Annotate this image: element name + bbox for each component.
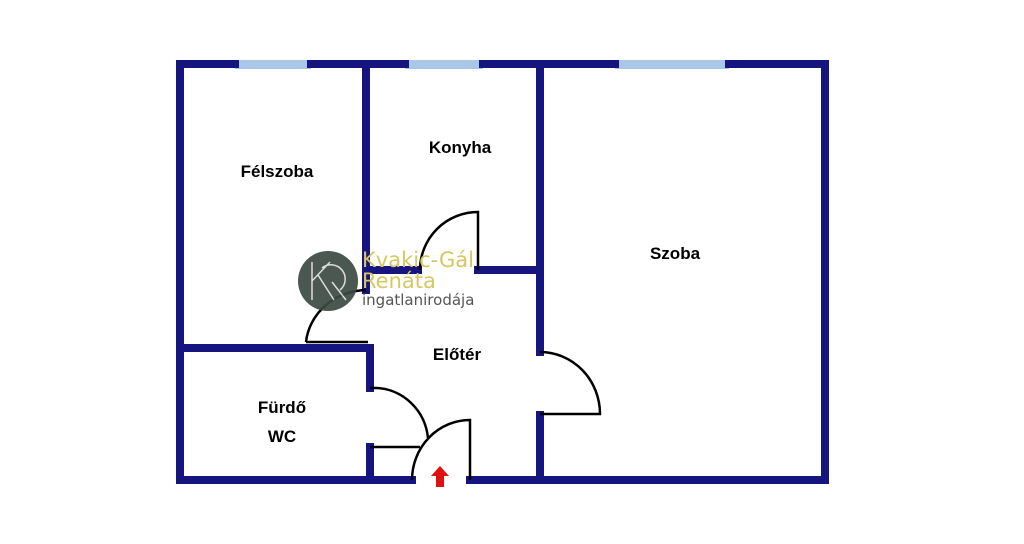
door-konyha [418,210,480,271]
room-label-konyha: Konyha [429,138,492,157]
watermark-name-line2: Renáta [362,269,436,293]
door-furdo [370,386,430,449]
watermark-name-line1: Kvakic-Gál [362,248,474,272]
room-label-felszoba: Félszoba [241,162,314,181]
walls [176,60,829,484]
watermark-tagline: ingatlanirodája [362,291,474,309]
room-label-eloter: Előtér [433,345,482,364]
window-szoba [615,60,729,69]
window-konyha [405,60,483,69]
room-label-szoba: Szoba [650,244,701,263]
watermark-logo [298,251,358,311]
entrance-arrow-icon [431,466,449,487]
door-entrance [410,418,472,481]
windows [235,60,729,69]
room-label-wc: WC [268,427,296,446]
room-label-furdo: Fürdő [258,398,306,417]
window-felszoba [235,60,311,69]
door-szoba [539,350,602,416]
